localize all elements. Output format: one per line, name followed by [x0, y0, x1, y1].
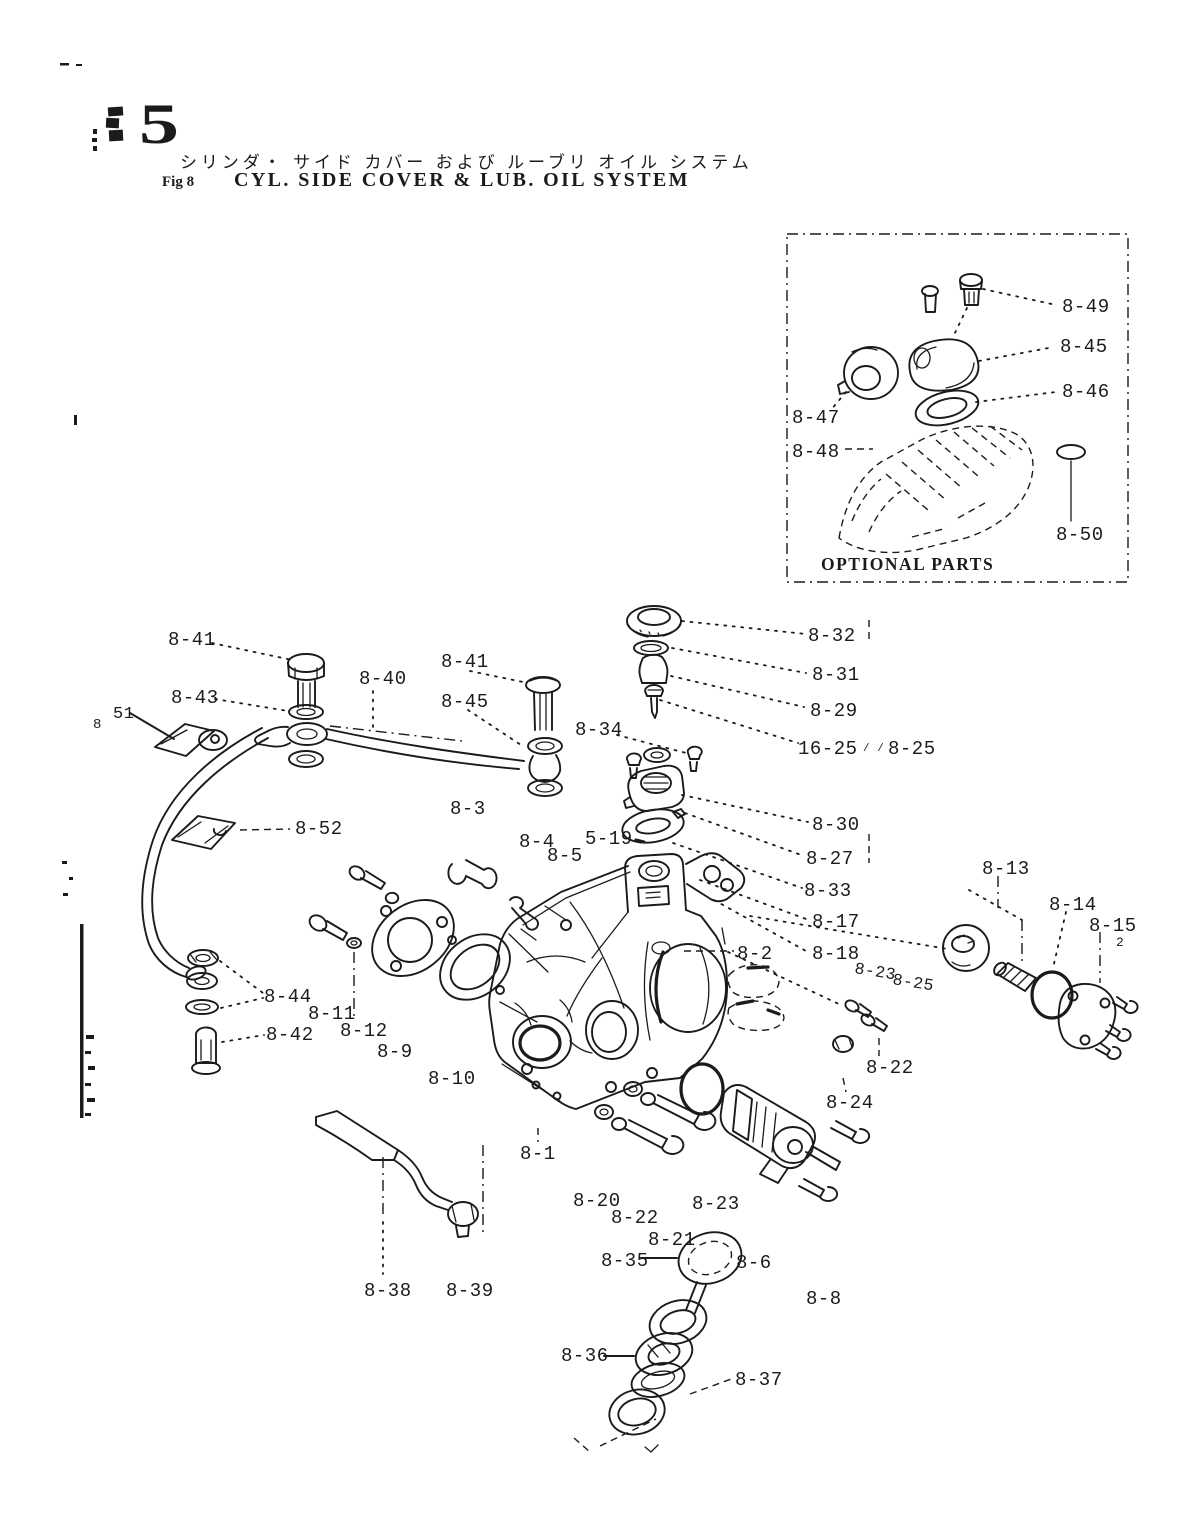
- svg-text:8-10: 8-10: [428, 1068, 476, 1090]
- svg-text:Fig 8: Fig 8: [162, 174, 194, 190]
- svg-text:8-9: 8-9: [377, 1041, 413, 1063]
- svg-text:8-50: 8-50: [1056, 524, 1104, 546]
- svg-text:CYL. SIDE COVER & LUB. OIL SYS: CYL. SIDE COVER & LUB. OIL SYSTEM: [234, 169, 690, 191]
- svg-text:8-3: 8-3: [450, 798, 486, 820]
- svg-text:8-37: 8-37: [735, 1369, 783, 1391]
- svg-text:8: 8: [93, 717, 102, 733]
- svg-text:8-15: 8-15: [1089, 915, 1137, 937]
- svg-text:8-49: 8-49: [1062, 296, 1110, 318]
- svg-text:8-8: 8-8: [806, 1288, 842, 1310]
- svg-text:8-41: 8-41: [168, 629, 216, 651]
- svg-text:8-27: 8-27: [806, 848, 854, 870]
- svg-text:/ /: / /: [863, 743, 884, 755]
- svg-text:8-32: 8-32: [808, 625, 856, 647]
- svg-text:8-43: 8-43: [171, 687, 219, 709]
- svg-text:8-4: 8-4: [519, 831, 555, 853]
- svg-text:8-30: 8-30: [812, 814, 860, 836]
- svg-text:8-11: 8-11: [308, 1003, 356, 1025]
- svg-text:8-22: 8-22: [866, 1057, 914, 1079]
- svg-text:8-44: 8-44: [264, 986, 312, 1008]
- svg-text:8-24: 8-24: [826, 1092, 874, 1114]
- svg-text:51: 51: [113, 705, 134, 724]
- svg-text:8-41: 8-41: [441, 651, 489, 673]
- svg-text:5-19: 5-19: [585, 828, 633, 850]
- svg-text:8-13: 8-13: [982, 858, 1030, 880]
- svg-text:8-29: 8-29: [810, 700, 858, 722]
- svg-text:8-17: 8-17: [812, 911, 860, 933]
- svg-text:8-48: 8-48: [792, 441, 840, 463]
- svg-text:8-6: 8-6: [736, 1252, 772, 1274]
- svg-text:8-39: 8-39: [446, 1280, 494, 1302]
- svg-text:8-31: 8-31: [812, 664, 860, 686]
- svg-text:5: 5: [139, 93, 179, 156]
- svg-text:8-45: 8-45: [1060, 336, 1108, 358]
- svg-text:8-34: 8-34: [575, 719, 623, 741]
- svg-text:8-46: 8-46: [1062, 381, 1110, 403]
- svg-text:8-33: 8-33: [804, 880, 852, 902]
- svg-text:8-47: 8-47: [792, 407, 840, 429]
- svg-text:8-38: 8-38: [364, 1280, 412, 1302]
- svg-text:8-5: 8-5: [547, 845, 583, 867]
- svg-text:8-18: 8-18: [812, 943, 860, 965]
- svg-text:8-2: 8-2: [737, 943, 773, 965]
- svg-text:8-14: 8-14: [1049, 894, 1097, 916]
- svg-text:8-52: 8-52: [295, 818, 343, 840]
- svg-text:2: 2: [1116, 935, 1124, 950]
- svg-text:8-12: 8-12: [340, 1020, 388, 1042]
- svg-text:8-20: 8-20: [573, 1190, 621, 1212]
- svg-text:16-25: 16-25: [798, 738, 858, 760]
- svg-text:8-21: 8-21: [648, 1229, 696, 1251]
- svg-text:8-23: 8-23: [692, 1193, 740, 1215]
- svg-text:8-35: 8-35: [601, 1250, 649, 1272]
- svg-text:8-36: 8-36: [561, 1345, 609, 1367]
- svg-text:8-42: 8-42: [266, 1024, 314, 1046]
- svg-text:8-45: 8-45: [441, 691, 489, 713]
- svg-text:シリンダ・ サイド カバー および ルーブリ オイル システ: シリンダ・ サイド カバー および ルーブリ オイル システム: [180, 152, 753, 172]
- svg-text:OPTIONAL PARTS: OPTIONAL PARTS: [821, 554, 994, 574]
- svg-text:8-25: 8-25: [888, 738, 936, 760]
- svg-text:8-22: 8-22: [611, 1207, 659, 1229]
- svg-text:8-40: 8-40: [359, 668, 407, 690]
- svg-text:8-1: 8-1: [520, 1143, 556, 1165]
